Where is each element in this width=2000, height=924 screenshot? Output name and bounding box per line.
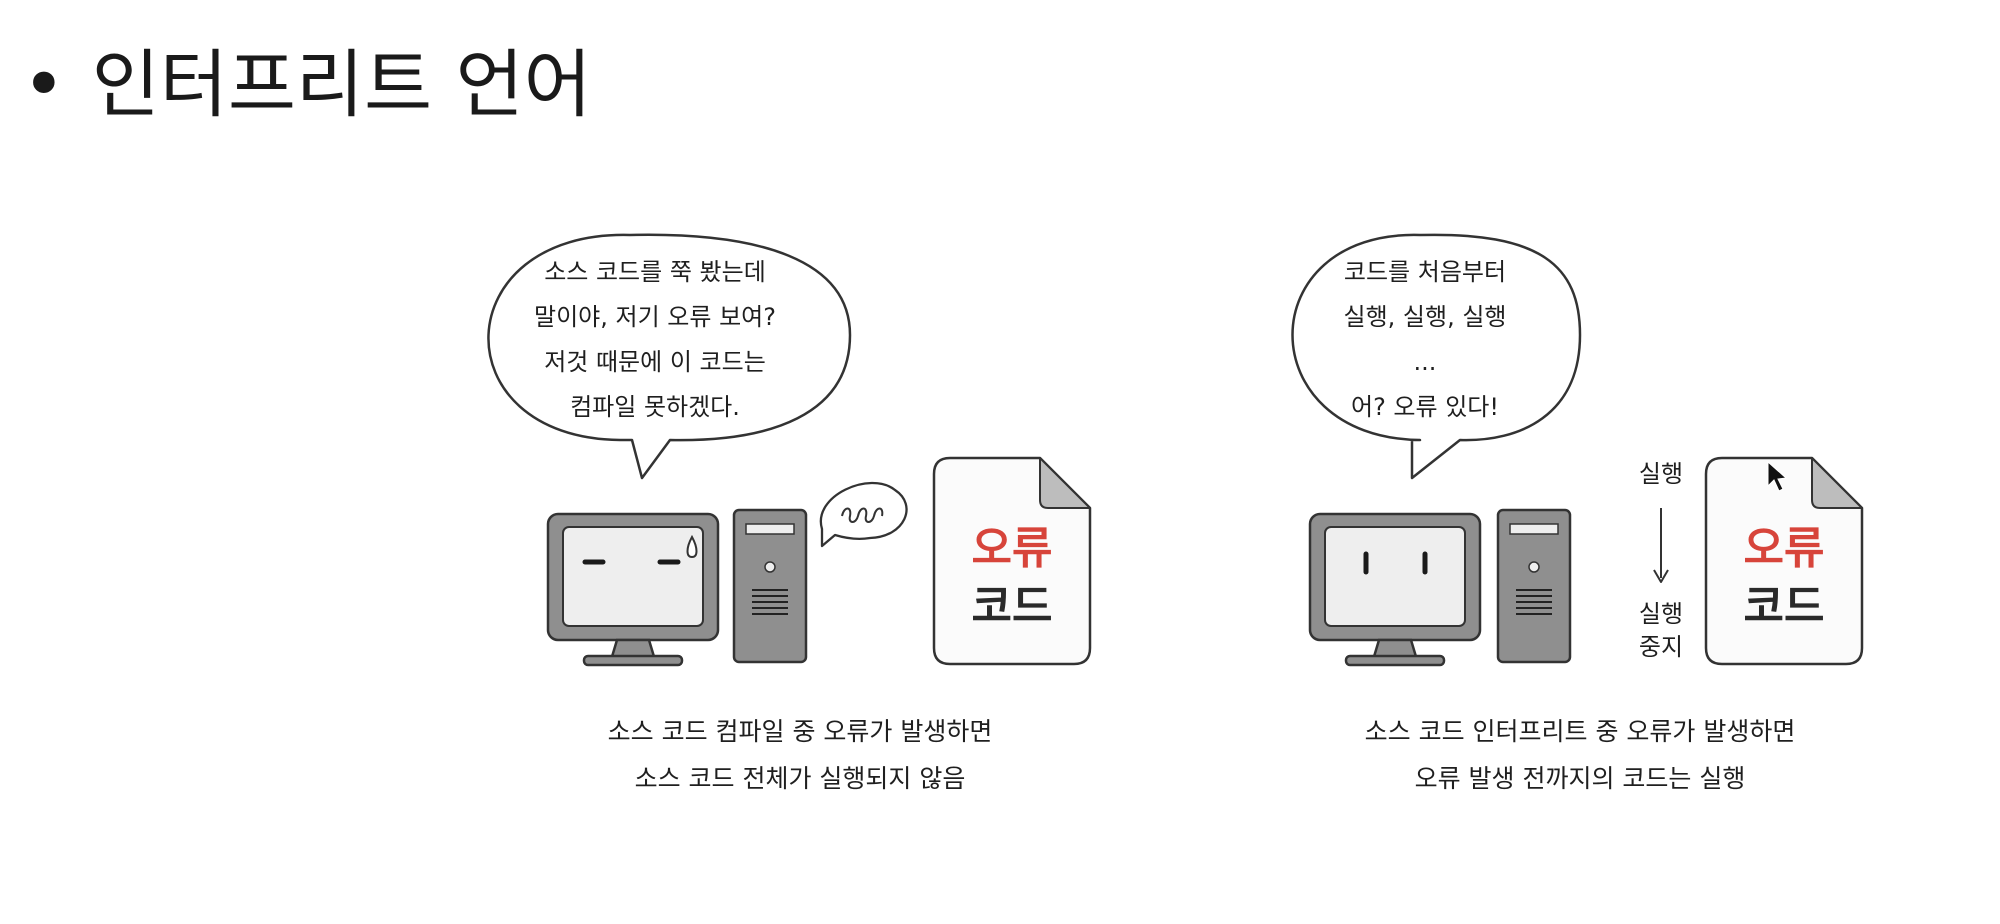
bubble-line: ... xyxy=(1290,340,1560,385)
bubble-line: 저것 때문에 이 코드는 xyxy=(485,340,825,385)
flow-end-line: 중지 xyxy=(1626,631,1696,664)
bubble-line: 코드를 처음부터 xyxy=(1290,250,1560,295)
caption-line: 소스 코드 전체가 실행되지 않음 xyxy=(520,755,1080,802)
compiled-document-label: 오류 코드 xyxy=(934,520,1090,636)
interpreted-document-label: 오류 코드 xyxy=(1706,520,1862,636)
caption-line: 오류 발생 전까지의 코드는 실행 xyxy=(1290,755,1870,802)
computer-monitor-icon xyxy=(1310,514,1480,665)
compiled-caption: 소스 코드 컴파일 중 오류가 발생하면 소스 코드 전체가 실행되지 않음 xyxy=(520,708,1080,802)
computer-tower-icon xyxy=(1498,510,1570,662)
bubble-line: 컴파일 못하겠다. xyxy=(485,385,825,430)
interpreted-bubble-text: 코드를 처음부터 실행, 실행, 실행 ... 어? 오류 있다! xyxy=(1290,250,1560,430)
flow-start-label: 실행 xyxy=(1626,458,1696,491)
bubble-line: 실행, 실행, 실행 xyxy=(1290,295,1560,340)
computer-tower-icon xyxy=(734,510,806,662)
document-error-label: 오류 xyxy=(1706,520,1862,578)
document-code-label: 코드 xyxy=(1706,578,1862,636)
flow-end-line: 실행 xyxy=(1626,598,1696,631)
bubble-line: 소스 코드를 쭉 봤는데 xyxy=(485,250,825,295)
caption-line: 소스 코드 인터프리트 중 오류가 발생하면 xyxy=(1290,708,1870,755)
bubble-line: 말이야, 저기 오류 보여? xyxy=(485,295,825,340)
down-arrow-icon xyxy=(1654,508,1668,582)
swirl-thought-icon xyxy=(821,483,907,546)
compiled-bubble-text: 소스 코드를 쭉 봤는데 말이야, 저기 오류 보여? 저것 때문에 이 코드는… xyxy=(485,250,825,430)
flow-end-label: 실행 중지 xyxy=(1626,598,1696,664)
caption-line: 소스 코드 컴파일 중 오류가 발생하면 xyxy=(520,708,1080,755)
bubble-line: 어? 오류 있다! xyxy=(1290,385,1560,430)
computer-monitor-icon xyxy=(548,514,718,665)
interpreted-caption: 소스 코드 인터프리트 중 오류가 발생하면 오류 발생 전까지의 코드는 실행 xyxy=(1290,708,1870,802)
document-error-label: 오류 xyxy=(934,520,1090,578)
document-code-label: 코드 xyxy=(934,578,1090,636)
